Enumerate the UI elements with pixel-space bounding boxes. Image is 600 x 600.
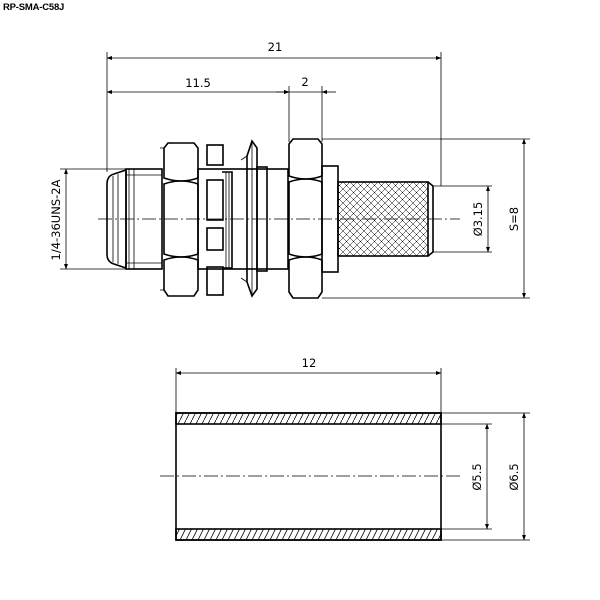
lock-washer [206,144,233,296]
crimp-diameter-label: Ø3.15 [471,202,485,237]
right-hex-nut [288,138,323,299]
front-tip [106,168,127,270]
knurled-crimp-sleeve [337,181,429,257]
panel-washer [240,139,268,298]
connector-body [197,168,289,270]
overall-length-label: 21 [268,40,283,54]
left-hex-nut [160,142,199,297]
crimp-sleeve-end [427,181,434,257]
hex-size-label: S=8 [507,207,521,231]
ferrule-top-wall [175,412,442,425]
nut-width-label: 2 [301,75,308,89]
threaded-body [125,168,163,270]
ferrule-outer-diameter-label: Ø6.5 [507,463,521,490]
ferrule-length-label: 12 [302,356,317,370]
ferrule-view: 12 Ø5.5 Ø6.5 [160,356,530,541]
ferrule-bottom-wall [175,528,442,541]
connector-view: 21 11.5 2 1/4-36UNS-2A Ø3.15 S=8 [49,40,530,299]
part-number-title: RP-SMA-C58J [3,2,65,13]
body-length-label: 11.5 [185,76,211,90]
thread-label: 1/4-36UNS-2A [49,179,63,260]
ferrule-tube [175,412,442,541]
ferrule-inner-diameter-label: Ø5.5 [470,463,484,490]
